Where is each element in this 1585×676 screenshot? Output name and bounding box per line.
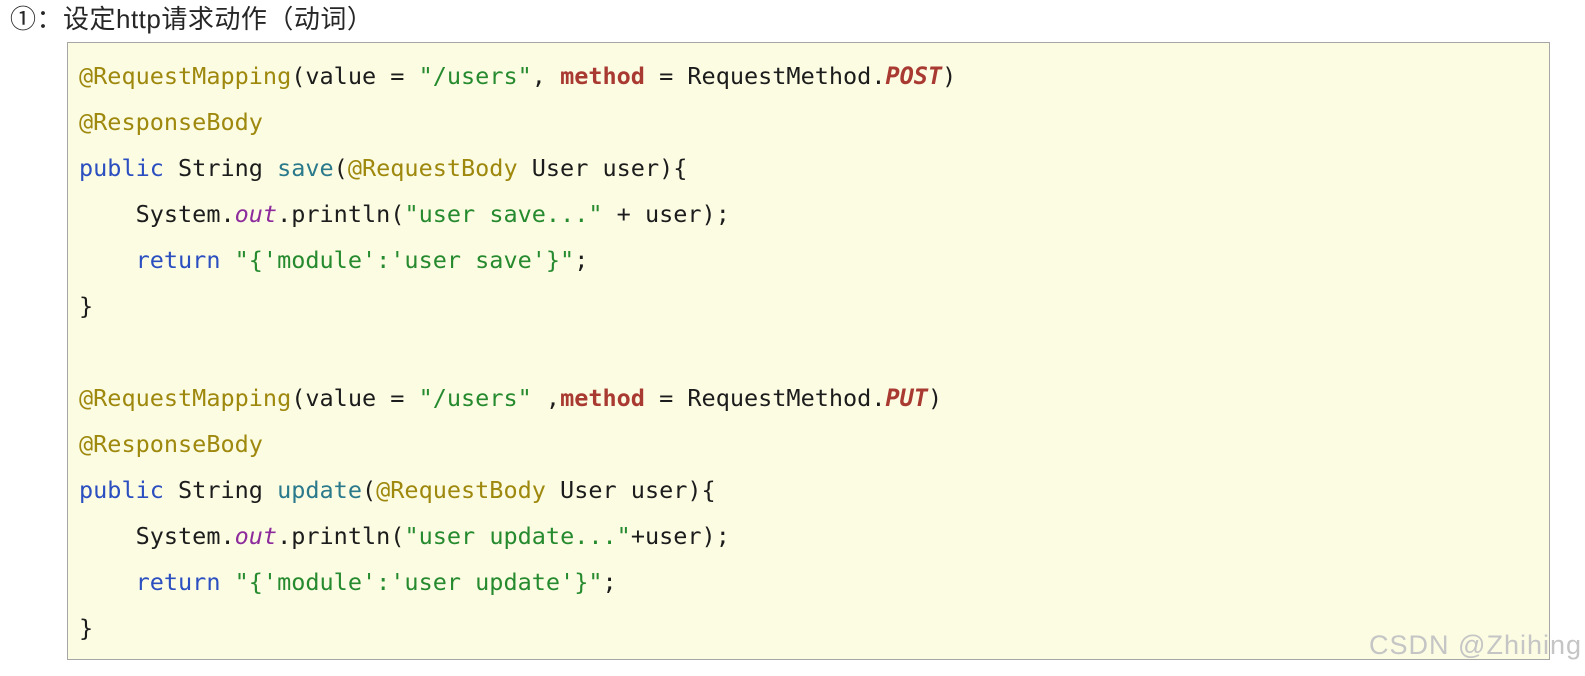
code-token-plain: (value = <box>291 384 419 412</box>
code-token-kw: public <box>79 154 164 182</box>
code-token-str: "/users" <box>418 384 532 412</box>
code-line: @RequestMapping(value = "/users", method… <box>79 53 1549 99</box>
code-token-plain: ( <box>361 476 377 504</box>
code-token-str: "user save..." <box>404 200 603 228</box>
code-token-plain: String <box>163 476 278 504</box>
code-token-plain: , <box>531 384 561 412</box>
code-token-ann: @ResponseBody <box>79 430 263 458</box>
code-line: System.out.println("user save..." + user… <box>79 191 1549 237</box>
code-token-plain: ; <box>602 568 617 596</box>
code-token-plain: } <box>79 292 94 320</box>
code-token-plain: (value = <box>291 62 419 90</box>
code-token-plain: System. <box>79 522 235 550</box>
code-token-kw: public <box>79 476 164 504</box>
code-token-method: update <box>277 476 362 504</box>
code-token-plain: User user){ <box>517 154 688 182</box>
code-token-ann: @ResponseBody <box>79 108 263 136</box>
code-line: return "{'module':'user save'}"; <box>79 237 1549 283</box>
code-token-ann: @RequestBody <box>347 154 518 182</box>
code-token-plain: ; <box>574 246 589 274</box>
code-token-plain: ) <box>942 62 957 90</box>
code-line: public String update(@RequestBody User u… <box>79 467 1549 513</box>
code-token-plain <box>79 568 136 596</box>
code-token-const: PUT <box>885 384 928 412</box>
code-token-plain: User user){ <box>545 476 716 504</box>
code-token-plain: , <box>531 62 561 90</box>
code-token-plain: = RequestMethod. <box>644 62 886 90</box>
code-token-str: "{'module':'user save'}" <box>234 246 575 274</box>
code-lines: @RequestMapping(value = "/users", method… <box>79 53 1549 651</box>
code-token-const: POST <box>885 62 943 90</box>
code-token-param: method <box>560 62 645 90</box>
code-token-ann: @RequestMapping <box>79 62 292 90</box>
page-title: ①：设定http请求动作（动词） <box>10 4 374 34</box>
code-token-plain: } <box>79 614 94 642</box>
code-line <box>79 329 1549 375</box>
code-token-kw: return <box>135 568 221 596</box>
code-token-field: out <box>234 200 278 228</box>
code-token-plain: String <box>163 154 278 182</box>
code-token-plain: System. <box>79 200 235 228</box>
code-line: @ResponseBody <box>79 421 1549 467</box>
code-token-plain: ) <box>927 384 943 412</box>
code-token-plain <box>220 246 234 274</box>
code-line: @RequestMapping(value = "/users" ,method… <box>79 375 1549 421</box>
code-line: @ResponseBody <box>79 99 1549 145</box>
code-token-param: method <box>560 384 645 412</box>
code-token-plain: ( <box>333 154 348 182</box>
code-line: public String save(@RequestBody User use… <box>79 145 1549 191</box>
code-line: } <box>79 283 1549 329</box>
code-token-field: out <box>234 522 278 550</box>
code-token-str: "{'module':'user update'}" <box>234 568 603 596</box>
code-token-plain <box>220 568 234 596</box>
code-block: @RequestMapping(value = "/users", method… <box>67 42 1550 660</box>
code-token-plain: = RequestMethod. <box>644 384 886 412</box>
code-token-kw: return <box>135 246 221 274</box>
code-token-plain: + user); <box>602 200 730 228</box>
code-token-ann: @RequestBody <box>376 476 546 504</box>
code-line: System.out.println("user update..."+user… <box>79 513 1549 559</box>
code-token-plain: +user); <box>630 522 730 550</box>
code-token-ann: @RequestMapping <box>79 384 292 412</box>
code-token-str: "user update..." <box>404 522 631 550</box>
code-line: } <box>79 605 1549 651</box>
code-token-plain: .println( <box>277 522 405 550</box>
code-token-plain: .println( <box>277 200 405 228</box>
code-line: return "{'module':'user update'}"; <box>79 559 1549 605</box>
code-token-plain <box>79 246 136 274</box>
code-token-str: "/users" <box>418 62 532 90</box>
code-token-method: save <box>277 154 334 182</box>
